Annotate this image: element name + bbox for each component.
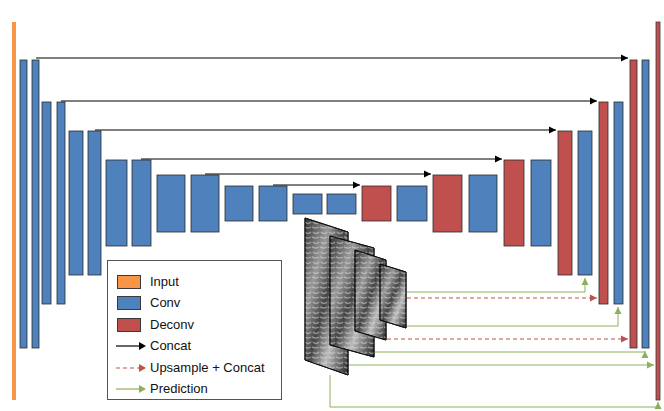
- legend-line-sample: [114, 358, 148, 378]
- legend-swatch: [117, 318, 141, 332]
- output-bar: [656, 22, 660, 400]
- prediction-maps: [305, 218, 406, 375]
- legend-row: Input: [108, 272, 281, 292]
- legend-line-sample: [114, 336, 148, 356]
- legend-label: Input: [150, 274, 179, 290]
- legend-row: Prediction: [108, 379, 281, 399]
- legend-label: Upsample + Concat: [150, 360, 265, 376]
- legend-row: Upsample + Concat: [108, 358, 281, 378]
- legend-label: Concat: [150, 338, 191, 354]
- legend-label: Conv: [150, 295, 180, 311]
- legend-swatch: [117, 296, 141, 310]
- legend-swatch: [117, 275, 141, 289]
- legend-label: Deconv: [150, 317, 194, 333]
- prediction-arrows: [330, 278, 658, 407]
- legend-row: Concat: [108, 336, 281, 356]
- concat-arrows: [36, 58, 628, 185]
- legend-line-sample: [114, 379, 148, 399]
- legend-row: Deconv: [108, 315, 281, 335]
- input-bar: [12, 22, 16, 400]
- legend-label: Prediction: [150, 381, 208, 397]
- legend-row: Conv: [108, 293, 281, 313]
- legend-box: InputConvDeconvConcatUpsample + ConcatPr…: [107, 260, 282, 400]
